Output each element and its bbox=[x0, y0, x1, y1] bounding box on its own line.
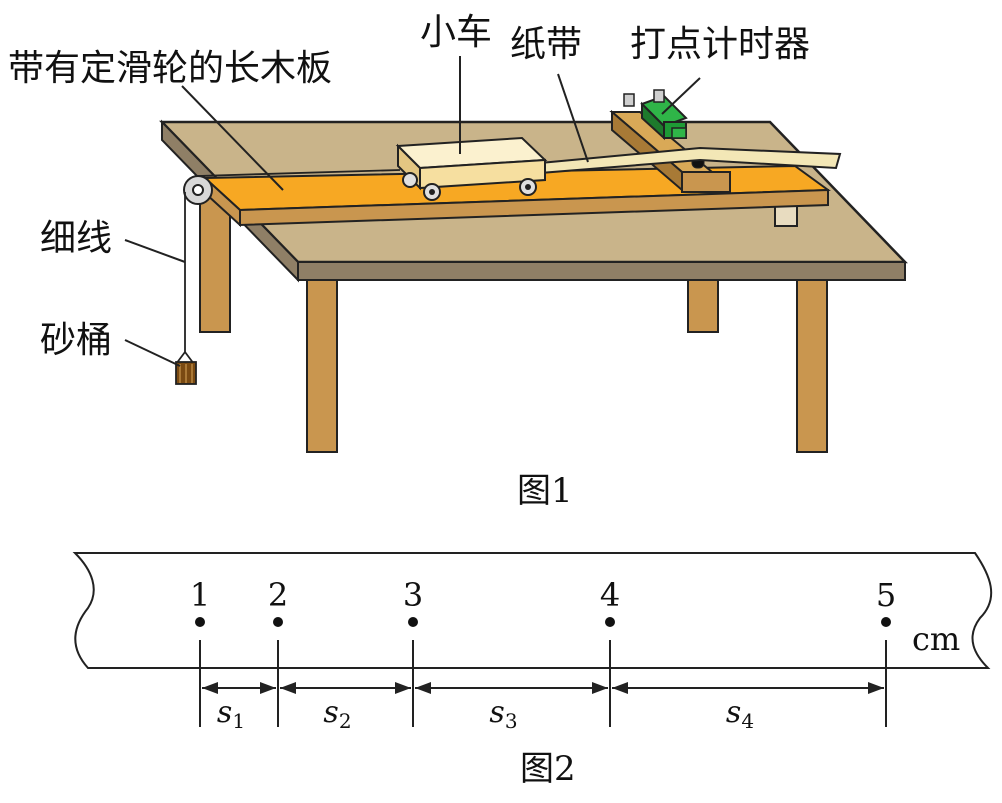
tape-point-label-2: 2 bbox=[268, 576, 288, 614]
tape-dot-5 bbox=[881, 617, 891, 627]
tape-point-label-3: 3 bbox=[403, 576, 423, 614]
segment-arrow-left bbox=[202, 682, 218, 694]
label-string: 细线 bbox=[40, 218, 112, 259]
segment-arrow-right bbox=[592, 682, 608, 694]
table-leg-front-left bbox=[306, 279, 338, 453]
segment-arrow-left bbox=[280, 682, 296, 694]
segment-arrow-right bbox=[868, 682, 884, 694]
segment-s2: s2 bbox=[280, 682, 411, 733]
leader-timer bbox=[661, 77, 701, 115]
sand-bucket bbox=[175, 351, 197, 385]
tape-segments: s1 s2 s3 s4 bbox=[202, 682, 884, 733]
leader-string bbox=[124, 239, 186, 263]
figure1-apparatus: 带有定滑轮的长木板 小车 纸带 打点计时器 细线 砂桶 图1 bbox=[8, 12, 908, 511]
tape-dot-2 bbox=[273, 617, 283, 627]
timer-base-front bbox=[681, 171, 731, 193]
caption-figure2: 图2 bbox=[520, 749, 576, 789]
string-horizontal bbox=[197, 169, 401, 177]
label-cart: 小车 bbox=[420, 12, 492, 53]
tape-strip bbox=[72, 552, 993, 669]
tape-dot-1 bbox=[195, 617, 205, 627]
table-leg-front-right bbox=[796, 279, 828, 453]
figure2-tape: 1 2 3 4 5 s1 s2 s3 s4 cm 图2 bbox=[72, 552, 993, 789]
tape-point-label-1: 1 bbox=[190, 576, 210, 614]
unit-label: cm bbox=[912, 620, 960, 658]
segment-label: s3 bbox=[489, 695, 517, 733]
segment-s4: s4 bbox=[612, 682, 884, 733]
tape-points: 1 2 3 4 5 bbox=[190, 576, 896, 727]
tape-dot-3 bbox=[408, 617, 418, 627]
table-front-edge bbox=[297, 261, 906, 281]
segment-arrow-right bbox=[260, 682, 276, 694]
segment-s1: s1 bbox=[202, 682, 276, 733]
table-leg-back-left bbox=[199, 197, 231, 333]
leader-board bbox=[181, 85, 284, 191]
segment-s3: s3 bbox=[415, 682, 608, 733]
segment-label: s4 bbox=[726, 695, 754, 733]
leader-bucket bbox=[124, 339, 181, 367]
caption-figure1: 图1 bbox=[517, 471, 573, 511]
segment-label: s1 bbox=[217, 695, 245, 733]
label-timer: 打点计时器 bbox=[630, 24, 810, 65]
label-tape: 纸带 bbox=[510, 24, 582, 65]
cart bbox=[395, 136, 548, 201]
label-bucket: 砂桶 bbox=[40, 320, 112, 361]
pulley bbox=[183, 175, 213, 205]
segment-arrow-left bbox=[612, 682, 628, 694]
tape-dot-4 bbox=[605, 617, 615, 627]
segment-arrow-left bbox=[415, 682, 431, 694]
tape-point-label-5: 5 bbox=[876, 576, 896, 614]
label-board: 带有定滑轮的长木板 bbox=[8, 48, 332, 89]
segment-label: s2 bbox=[323, 695, 351, 733]
tape-point-label-4: 4 bbox=[600, 576, 620, 614]
segment-arrow-right bbox=[395, 682, 411, 694]
leader-tape bbox=[557, 73, 589, 163]
